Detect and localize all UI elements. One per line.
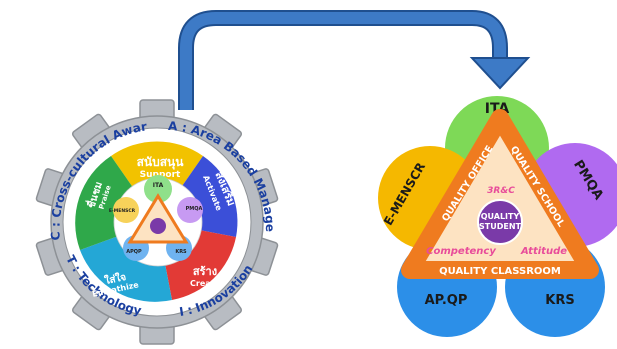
quality-student-line1: QUALITY <box>481 212 520 221</box>
inner-ita-circle <box>144 175 172 203</box>
support-en-label: Support <box>140 170 181 180</box>
apqp-label: AP.QP <box>425 293 468 308</box>
create-th-label: สร้าง <box>193 265 217 278</box>
flow-arrow <box>178 10 531 110</box>
inner-pmqa-label: PMQA <box>186 206 203 212</box>
support-th-label: สนับสนุน <box>137 155 185 170</box>
inner-center <box>150 218 166 234</box>
inner-krs-label: KRS <box>175 249 187 255</box>
gear-diagram: A : Area Based Management C : Cross-cult… <box>0 0 279 345</box>
inner-pmqa-circle <box>177 197 203 223</box>
competency-label: Competency <box>426 246 496 257</box>
krs-label: KRS <box>545 293 574 308</box>
quality-diagram: ITA PMQA KRS AP.QP E-MENSCR QUALITY OFFI… <box>378 96 617 337</box>
attitude-label: Attitude <box>520 246 567 257</box>
inner-ita-label: ITA <box>153 182 164 189</box>
3rc-label: 3R&C <box>487 186 515 196</box>
inner-apqp-label: APQP <box>126 249 142 255</box>
arrow-head <box>469 57 531 90</box>
inner-emenscr-circle <box>113 197 139 223</box>
quality-student-center <box>477 199 523 245</box>
quality-classroom-label: QUALITY CLASSROOM <box>439 266 561 277</box>
quality-triangle <box>401 109 599 279</box>
inner-emenscr-label: E-MENSCR <box>109 208 136 214</box>
quality-student-line2: STUDENT <box>479 222 522 231</box>
create-en-label: Create <box>190 279 220 288</box>
empathize-th-label: ใส่ใจ <box>103 270 127 287</box>
